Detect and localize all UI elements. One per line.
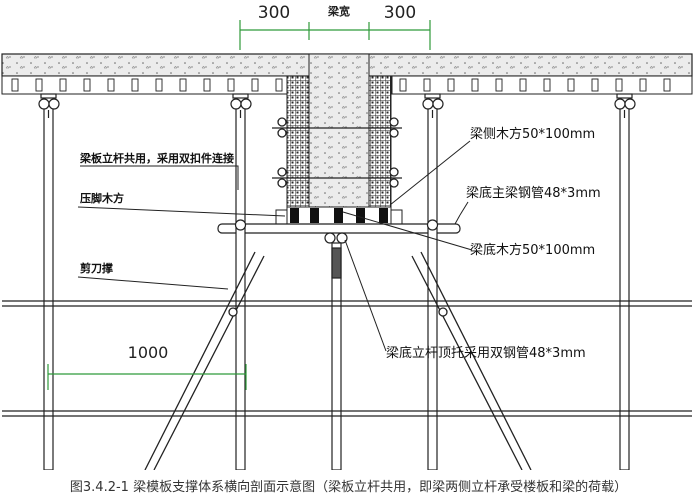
label-main-steel-pipe: 梁底主梁钢管48*3mm: [466, 185, 601, 201]
label-side-timber: 梁侧木方50*100mm: [470, 126, 595, 142]
slab-timber-box: [639, 78, 647, 92]
beam-side-formwork-left: [286, 75, 310, 225]
horizontal-ledgers: [2, 300, 692, 417]
slab-timber-box: [423, 78, 431, 92]
label-beam-slab-posts: 梁板立杆共用，采用双扣件连接: [79, 151, 234, 165]
post-heads: [38, 93, 636, 279]
scissor-braces: [144, 251, 532, 471]
slab-timber-box: [615, 78, 623, 92]
dim-post-spacing: 1000: [128, 343, 169, 362]
beam-body: [308, 53, 370, 225]
slab-timber-box: [495, 78, 503, 92]
beam-tie-bolts: [272, 117, 402, 188]
slab-timber-box: [35, 78, 43, 92]
label-bottom-timber: 梁底木方50*100mm: [470, 242, 595, 258]
slab-timber-box: [11, 78, 19, 92]
dimension-lines: [47, 20, 431, 390]
main-steel-pipe: [217, 223, 461, 234]
formwork-section-diagram: 300 梁宽 300 1000 梁板立杆共用，采用双扣件连接 压脚木方 剪刀撑 …: [1, 3, 693, 471]
label-bracing: 剪刀撑: [80, 261, 113, 275]
beam-side-formwork-right: [368, 75, 392, 225]
slab-timber-box: [179, 78, 187, 92]
slab-timber-box: [399, 78, 407, 92]
slab-timber-box: [107, 78, 115, 92]
slab-timber-box: [543, 78, 551, 92]
slab-timber-box: [567, 78, 575, 92]
slab-timber-box: [59, 78, 67, 92]
figure-caption: 图3.4.2-1 梁模板支撑体系横向剖面示意图（梁板立杆共用，即梁两侧立杆承受楼…: [0, 470, 697, 500]
dim-beam-width-label: 梁宽: [327, 4, 350, 18]
slab-timber-box: [447, 78, 455, 92]
dim-right-300: 300: [384, 3, 416, 23]
slab-timber-box: [155, 78, 163, 92]
label-foot-timber: 压脚木方: [80, 191, 124, 205]
slab-timber-box: [251, 78, 259, 92]
slab-timber-box: [663, 78, 671, 92]
label-bottom-post-pipe: 梁底立杆顶托采用双钢管48*3mm: [386, 345, 586, 361]
slab-timber-box: [203, 78, 211, 92]
slab-timber-box: [519, 78, 527, 92]
slab-timber-box: [471, 78, 479, 92]
slab-timber-box: [275, 78, 283, 92]
slab-timber-box: [131, 78, 139, 92]
slab-timber-box: [83, 78, 91, 92]
leader-lines: [77, 140, 473, 352]
slab-timber-box: [591, 78, 599, 92]
dim-left-300: 300: [258, 3, 290, 23]
slab-timber-box: [227, 78, 235, 92]
